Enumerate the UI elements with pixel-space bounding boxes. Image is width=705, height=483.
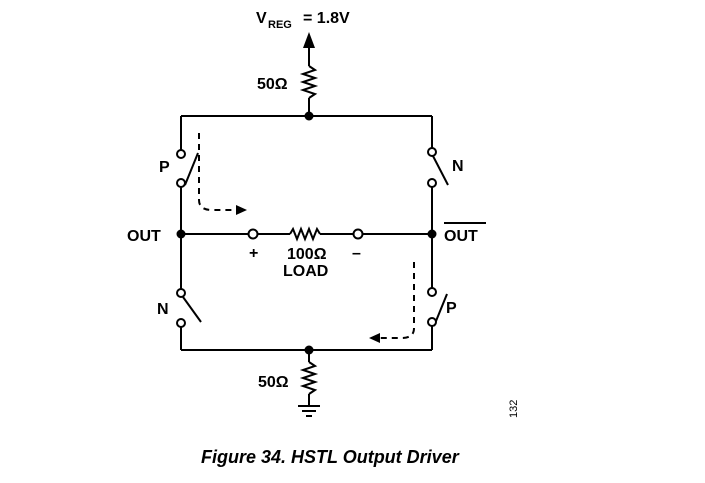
top-resistor-label: 50Ω [257,76,288,93]
ground-icon [298,405,320,417]
label-p-bottom-right: P [446,300,457,317]
switch-n-bottom-left [176,234,202,350]
switch-n-top-right [427,116,449,234]
out-bar-junction-dot [427,229,437,239]
label-n-top-right: N [452,158,464,175]
figure-caption: Figure 34. HSTL Output Driver [201,447,460,467]
top-resistor [299,65,319,116]
load-plus-sign: + [249,245,258,262]
label-p-top-left: P [159,159,170,176]
load-minus-sign: – [352,245,361,262]
label-n-bottom-left: N [157,301,169,318]
top-junction-dot [304,111,314,121]
out-bar-label: OUT [444,228,478,245]
out-label: OUT [127,228,161,245]
figure-code: 132 [508,400,520,418]
vreg-label: V [256,10,267,27]
bottom-resistor-label: 50Ω [258,374,289,391]
out-junction-dot [176,229,186,239]
supply-arrow [303,32,315,66]
load-resistor-label: 100Ω [287,246,327,263]
switch-p-bottom-right [427,234,448,350]
bottom-resistor [299,350,319,405]
current-path-bottom [369,262,415,343]
switch-p-top-left [176,116,199,234]
current-path-top [198,133,247,215]
vreg-subscript: REG [268,19,292,31]
vreg-value: = 1.8V [303,10,350,27]
load-label: LOAD [283,263,328,280]
load-branch [181,226,432,242]
